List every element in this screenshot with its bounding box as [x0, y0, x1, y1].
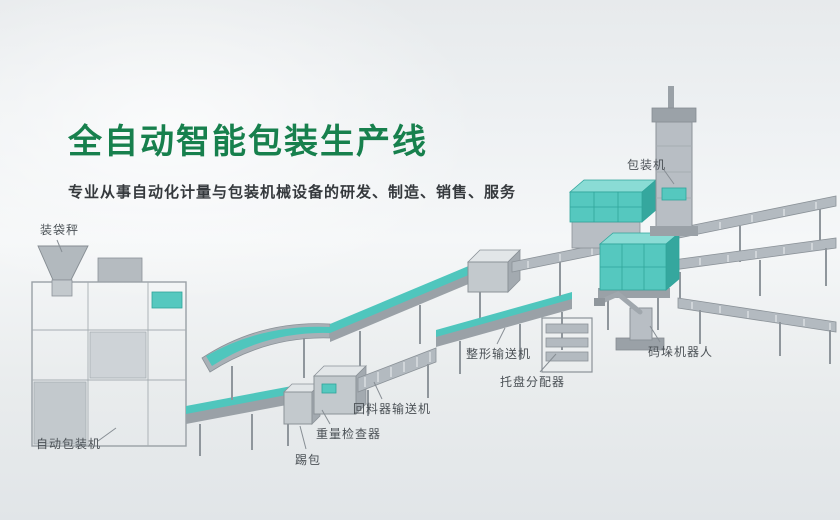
auto-packing-machine-structure: [31, 257, 187, 447]
palletizing-robot-machine: [594, 291, 665, 351]
callout-pallet-distributor: 托盘分配器: [500, 373, 565, 390]
callout-bagging-scale: 装袋秤: [40, 221, 79, 238]
callout-label: 装袋秤: [40, 223, 80, 237]
page-title: 全自动智能包装生产线: [68, 123, 428, 161]
callout-return-feeder-conveyor: 回料器输送机: [353, 400, 431, 417]
callout-label: 托盘分配器: [500, 375, 566, 389]
callout-shaping-conveyor: 整形输送机: [466, 345, 531, 362]
callout-label: 回料器输送机: [353, 402, 432, 416]
callout-packing-machine: 包装机: [627, 156, 666, 173]
right-roller-line-2: [657, 237, 837, 306]
packing-machine-tower: [650, 86, 698, 236]
callout-label: 包装机: [627, 158, 667, 172]
junction-machine: [467, 249, 521, 293]
stacked-products-2: [598, 232, 681, 330]
callout-label: 码垛机器人: [648, 345, 714, 359]
callout-auto-packing-machine: 自动包装机: [36, 435, 101, 452]
hero-text-block: 全自动智能包装生产线 专业从事自动化计量与包装机械设备的研发、制造、销售、服务: [68, 122, 516, 202]
return-feeder-conveyor-machine: [357, 347, 437, 416]
incline-conveyor: [330, 252, 502, 366]
pallet-distributor-machine: [541, 317, 593, 373]
outfeed-belt-conveyor: [186, 386, 292, 456]
callout-palletizing-robot: 码垛机器人: [648, 343, 713, 360]
bagging-scale-machine: [37, 245, 89, 297]
callout-leader-lines: [56, 169, 675, 450]
callout-label: 踢包: [295, 453, 322, 467]
page-subtitle: 专业从事自动化计量与包装机械设备的研发、制造、销售、服务: [68, 183, 517, 201]
callout-label: 整形输送机: [466, 347, 532, 361]
callout-label: 自动包装机: [36, 437, 102, 451]
callout-kick-bag: 踢包: [295, 451, 321, 468]
callout-label: 重量检查器: [316, 427, 382, 441]
right-roller-line-3: [677, 297, 837, 364]
callout-weight-checker: 重量检查器: [316, 425, 381, 442]
